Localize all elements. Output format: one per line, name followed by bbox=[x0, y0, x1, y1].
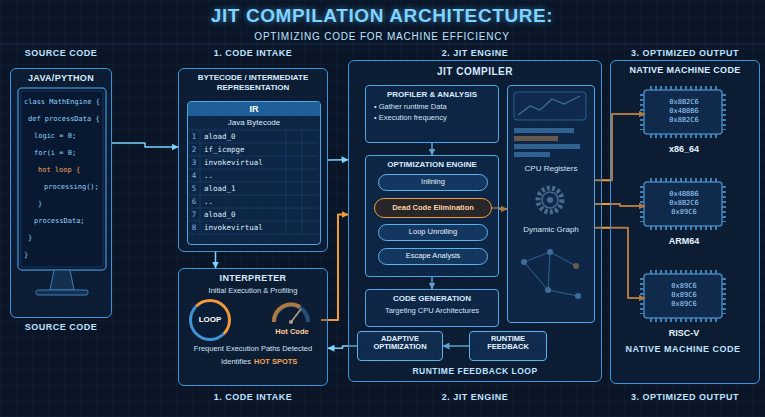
optimization-pill: Escape Analysis bbox=[378, 248, 488, 265]
cpu-chip: 0x4B8B6 0x8B2C6 0x89C6ARM64 bbox=[645, 181, 723, 247]
loop-circle: LOOP bbox=[189, 299, 231, 341]
section-label: SOURCE CODE bbox=[25, 48, 98, 58]
table-cell: .. bbox=[204, 171, 213, 180]
optimization-pill: Inlining bbox=[378, 174, 488, 191]
flow-arrow bbox=[215, 252, 217, 268]
code-line: def processData { bbox=[28, 115, 100, 123]
cpu-chip: 0x89C6 0x89C6 0x89C6RISC-V bbox=[645, 273, 723, 339]
section-label: 3. OPTIMIZED OUTPUT bbox=[631, 392, 739, 402]
feedback-box: RUNTIME FEEDBACK bbox=[469, 331, 547, 361]
node-text: Initial Execution & Profiling bbox=[179, 285, 327, 296]
node-text: INTERPRETER bbox=[179, 269, 327, 285]
node-text: CPU Registers bbox=[508, 164, 594, 173]
table-cell: 4 bbox=[192, 171, 197, 180]
node-text: LOOP bbox=[192, 302, 228, 338]
table-cell: invokevirtual bbox=[204, 158, 263, 167]
table-cell: invokevirtual bbox=[204, 223, 263, 232]
flow-arrow bbox=[328, 159, 348, 161]
node-text: 0x4B8B6 0x8B2C6 0x89C6 bbox=[659, 190, 709, 228]
code-line: hot loop { bbox=[38, 166, 80, 174]
node-text: Java Bytecode bbox=[188, 116, 320, 130]
node-text: 0x8B2C6 0x4B8B6 0x8B2C6 bbox=[659, 98, 709, 136]
node-text: BYTECODE / INTERMEDIATE REPRESENTATION bbox=[179, 69, 327, 93]
node-text: ADAPTIVE OPTIMIZATION bbox=[358, 332, 442, 355]
node-text: Hot Code bbox=[263, 297, 321, 336]
node-text: • Execution frequency bbox=[366, 112, 498, 124]
section-label: 1. CODE INTAKE bbox=[214, 392, 292, 402]
table-cell: 7 bbox=[192, 210, 197, 219]
node-text: x86_64 bbox=[645, 144, 723, 154]
node-text: 0x89C6 0x89C6 0x89C6 bbox=[659, 282, 709, 320]
node-text: Loop Unrolling bbox=[379, 225, 487, 239]
node-text: OPTIMIZATION ENGINE bbox=[366, 156, 498, 171]
node-text: ARM64 bbox=[645, 236, 723, 246]
hot-code-gauge: Hot Code bbox=[263, 297, 321, 343]
node-text: • Gather runtime Data bbox=[366, 101, 498, 113]
section-label: 3. OPTIMIZED OUTPUT bbox=[631, 48, 739, 58]
cpu-panel: CPU RegistersDynamic Graph bbox=[507, 85, 595, 323]
feedback-box: ADAPTIVE OPTIMIZATION bbox=[357, 331, 443, 361]
node-text: JAVA/PYTHON bbox=[11, 69, 111, 85]
section-label: 2. JIT ENGINE bbox=[442, 48, 509, 58]
flow-arrow bbox=[112, 143, 178, 147]
table-cell: .. bbox=[204, 197, 213, 206]
table-cell: 5 bbox=[192, 184, 197, 193]
note-text: Identifies bbox=[221, 357, 251, 366]
note-text: HOT SPOTS bbox=[254, 357, 297, 366]
table-cell: 6 bbox=[192, 197, 197, 206]
interpreter-panel: INTERPRETERInitial Execution & Profiling… bbox=[178, 268, 328, 386]
section-label: SOURCE CODE bbox=[25, 322, 98, 332]
code-line: logic = 0; bbox=[34, 132, 76, 140]
header-rule bbox=[0, 44, 765, 45]
table-cell: if_icmpge bbox=[204, 145, 245, 154]
code-line: } bbox=[38, 200, 42, 208]
node-text: PROFILER & ANALYSIS bbox=[366, 86, 498, 101]
section-label: 2. JIT ENGINE bbox=[442, 392, 509, 402]
node-text: RISC-V bbox=[645, 328, 723, 338]
node-text: Dead Code Elimination bbox=[375, 199, 491, 216]
optimization-pill: Dead Code Elimination bbox=[374, 198, 492, 218]
table-cell: 1 bbox=[192, 132, 197, 141]
code-line: } bbox=[28, 234, 32, 242]
node-text: NATIVE MACHINE CODE bbox=[611, 61, 759, 77]
node-text: IR bbox=[188, 102, 320, 116]
table-cell: 8 bbox=[192, 223, 197, 232]
node-text: RUNTIME FEEDBACK bbox=[470, 332, 546, 355]
node-text: Dynamic Graph bbox=[508, 225, 594, 234]
process-box: PROFILER & ANALYSIS• Gather runtime Data… bbox=[365, 85, 499, 143]
note-text: Frequent Execution Paths Detected bbox=[194, 344, 312, 353]
optimization-pill: Loop Unrolling bbox=[378, 224, 488, 241]
node-text: Inlining bbox=[379, 175, 487, 189]
table-cell: aload_1 bbox=[204, 184, 236, 193]
section-label: 1. CODE INTAKE bbox=[214, 48, 292, 58]
code-line: } bbox=[24, 251, 28, 259]
table-cell: aload_0 bbox=[204, 210, 236, 219]
node-text: CODE GENERATION bbox=[366, 290, 498, 305]
process-box: OPTIMIZATION ENGINE InliningDead Code Eli… bbox=[365, 155, 499, 277]
code-line: processing(); bbox=[44, 183, 99, 191]
table-cell: 2 bbox=[192, 145, 197, 154]
table-cell: 3 bbox=[192, 158, 197, 167]
code-line: processData; bbox=[34, 217, 85, 225]
chip-caption: NATIVE MACHINE CODE bbox=[626, 344, 741, 354]
table-cell: aload_0 bbox=[204, 132, 236, 141]
node-text: Targeting CPU Architectures bbox=[366, 305, 498, 316]
node-text: JIT COMPILER bbox=[349, 61, 601, 78]
section-label: RUNTIME FEEDBACK LOOP bbox=[412, 366, 537, 376]
cpu-chip: 0x8B2C6 0x4B8B6 0x8B2C6 x86_64 bbox=[645, 89, 723, 155]
code-line: for(i = 0; bbox=[34, 149, 76, 157]
jit-compiler-panel: JIT COMPILER PROFILER & ANALYSIS• Gather … bbox=[348, 60, 602, 382]
process-box: CODE GENERATIONTargeting CPU Architectur… bbox=[365, 289, 499, 327]
subtitle: OPTIMIZING CODE FOR MACHINE EFFICIENCY bbox=[254, 31, 509, 42]
diagram-title: JIT COMPILATION ARCHITECTURE: bbox=[211, 5, 554, 27]
code-line: class MathEngine { bbox=[24, 98, 100, 106]
node-text: Escape Analysis bbox=[379, 249, 487, 263]
native-panel: NATIVE MACHINE CODE 0x8B2C6 0x4B8B6 0x8B2… bbox=[610, 60, 760, 384]
